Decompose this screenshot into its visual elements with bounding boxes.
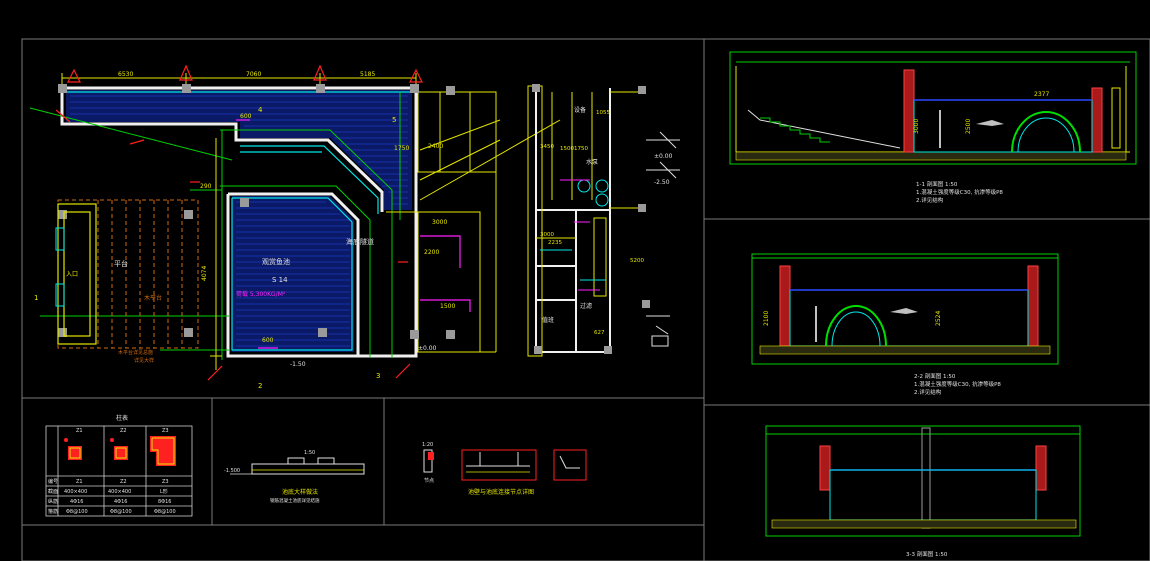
section-marker-5: 5 bbox=[392, 116, 396, 124]
s1-dim-2: 2500 bbox=[965, 119, 972, 134]
table-row-label-2: 截面 bbox=[48, 488, 58, 495]
room-label-1: 设备 bbox=[574, 106, 586, 114]
pool-bottom-detail: -1.500 1:50 池底大样做法 钢筋混凝土池底详见结施 bbox=[224, 450, 365, 504]
table-cell-4-3: Φ8@100 bbox=[154, 509, 176, 515]
table-cell-3-2: 4Φ16 bbox=[114, 499, 127, 505]
d2-level: -1.500 bbox=[224, 468, 240, 474]
section-marker-2: 2 bbox=[258, 382, 262, 390]
s1-dim-3: 2377 bbox=[1034, 91, 1049, 98]
tank-note: 荷载 5,300KG/M² bbox=[236, 290, 286, 298]
section-2-2: 2100 2524 2-2 剖面图 1:50 1.混凝土强度等级C30, 抗渗等… bbox=[751, 253, 1059, 396]
dim-f: 3000 bbox=[432, 219, 447, 226]
level-b: -1.50 bbox=[290, 361, 306, 368]
table-col-1: Z1 bbox=[76, 428, 83, 434]
table-row-label-4: 箍筋 bbox=[48, 508, 58, 515]
dim-d: 290 bbox=[200, 183, 212, 190]
dim-c: 2400 bbox=[428, 143, 443, 150]
wood-deck bbox=[57, 199, 199, 349]
table-cell-3-1: 4Φ16 bbox=[70, 499, 83, 505]
tank-area: S 14 bbox=[272, 276, 288, 284]
left-label-1: 平台 bbox=[114, 259, 128, 268]
table-title: 柱表 bbox=[116, 414, 128, 422]
table-cell-4-1: Φ8@100 bbox=[66, 509, 88, 515]
dim-a: 600 bbox=[240, 113, 252, 120]
s1-note-2: 2.详见结构 bbox=[916, 196, 944, 204]
table-cell-2-2: 400×400 bbox=[108, 489, 131, 495]
s3-title: 3-3 剖面图 1:50 bbox=[906, 550, 948, 558]
left-label-3: 木平台 bbox=[144, 294, 162, 302]
section-3-3: 3-3 剖面图 1:50 bbox=[765, 425, 1081, 558]
tank-hatch bbox=[70, 95, 408, 347]
dim-top-1: 6530 bbox=[118, 71, 133, 78]
left-label-2: 入口 bbox=[66, 271, 78, 278]
column-table: 柱表 编号 截面 纵筋 箍筋 Z1 bbox=[45, 414, 193, 517]
dim-b: 1750 bbox=[394, 145, 409, 152]
s2-dim-2: 2524 bbox=[935, 311, 942, 326]
tank-label: 观赏鱼池 bbox=[262, 257, 290, 266]
dim-g: 2200 bbox=[424, 249, 439, 256]
corridor-label: 海底隧道 bbox=[346, 237, 374, 246]
d2-sub: 钢筋混凝土池底详见结施 bbox=[270, 497, 320, 504]
d3-label: 节点 bbox=[424, 478, 434, 484]
room-dim-8: 5200 bbox=[630, 258, 644, 264]
entry-cyan bbox=[55, 227, 65, 307]
room-dim-2: 1055 bbox=[596, 110, 610, 116]
dim-i: 600 bbox=[262, 337, 274, 344]
d2-dim: 1:50 bbox=[304, 450, 315, 456]
s2-title: 2-2 剖面图 1:50 bbox=[914, 372, 956, 380]
d2-title: 池底大样做法 bbox=[282, 488, 318, 496]
entry-platform bbox=[57, 203, 97, 345]
table-cell-1-2: Z2 bbox=[120, 479, 127, 485]
section-marker-3: 3 bbox=[376, 372, 380, 380]
s1-dim-1: 3000 bbox=[913, 119, 920, 134]
sheet-frame bbox=[21, 38, 1150, 561]
s2-note-1: 1.混凝土强度等级C30, 抗渗等级P8 bbox=[914, 380, 1001, 388]
section-1-1: 3000 2500 2377 1-1 剖面图 1:50 1.混凝土强度等级C30… bbox=[729, 51, 1137, 204]
dim-h: 1500 bbox=[440, 303, 455, 310]
room-label-2: 水泵 bbox=[586, 158, 598, 166]
table-cell-1-3: Z3 bbox=[162, 479, 169, 485]
room-dim-3: 3450 bbox=[540, 144, 554, 150]
table-cell-4-2: Φ8@100 bbox=[110, 509, 132, 515]
dim-e: 4074 bbox=[201, 266, 208, 281]
table-row-label-3: 纵筋 bbox=[48, 498, 58, 505]
dim-top-3: 5185 bbox=[360, 71, 375, 78]
plan-cyan-lines bbox=[66, 91, 412, 351]
level-a: ±0.00 bbox=[418, 345, 437, 352]
s1-title: 1-1 剖面图 1:50 bbox=[916, 180, 958, 188]
table-cell-2-1: 400×400 bbox=[64, 489, 87, 495]
room-dim-5: 3000 bbox=[540, 232, 554, 238]
section-marker-1: 1 bbox=[34, 294, 38, 302]
table-col-3: Z3 bbox=[162, 428, 169, 434]
s2-note-2: 2.详见结构 bbox=[914, 388, 942, 396]
room-dim-7: 627 bbox=[594, 330, 605, 336]
section-marker-4: 4 bbox=[258, 106, 263, 114]
rooms-plan: 1500 1055 3450 1750 3000 2235 627 5200 设… bbox=[527, 84, 680, 357]
table-cell-3-3: 8Φ16 bbox=[158, 499, 171, 505]
plan-drawing: 6530 7060 5185 600 1750 2400 290 4074 30… bbox=[29, 64, 561, 390]
table-row-label-1: 编号 bbox=[48, 478, 58, 485]
room-level-1: ±0.00 bbox=[654, 153, 673, 160]
s2-dim-1: 2100 bbox=[763, 311, 770, 326]
d3-title: 池壁与池底连接节点详图 bbox=[468, 488, 534, 496]
plan-columns bbox=[58, 84, 455, 339]
room-level-2: -2.50 bbox=[654, 179, 670, 186]
dim-top-2: 7060 bbox=[246, 71, 261, 78]
left-note-2: 详见大样 bbox=[134, 357, 154, 364]
table-cell-1-1: Z1 bbox=[76, 479, 83, 485]
d3-level: 1:20 bbox=[422, 442, 433, 448]
table-col-2: Z2 bbox=[120, 428, 127, 434]
room-label-4: 值班 bbox=[542, 316, 554, 324]
table-cell-2-3: L形 bbox=[160, 488, 168, 495]
s1-note-1: 1.混凝土强度等级C30, 抗渗等级P8 bbox=[916, 188, 1003, 196]
left-note-1: 木平台详见总施 bbox=[118, 349, 153, 356]
plan-red-marks bbox=[55, 64, 423, 381]
joint-detail: 节点 1:20 池壁与池底连接节点详图 bbox=[422, 442, 587, 496]
room-dim-1: 1500 bbox=[560, 146, 574, 152]
room-label-3: 过滤 bbox=[580, 302, 592, 310]
room-dim-4: 1750 bbox=[574, 146, 588, 152]
plan-magenta-lines bbox=[236, 119, 471, 349]
room-dim-6: 2235 bbox=[548, 240, 562, 246]
